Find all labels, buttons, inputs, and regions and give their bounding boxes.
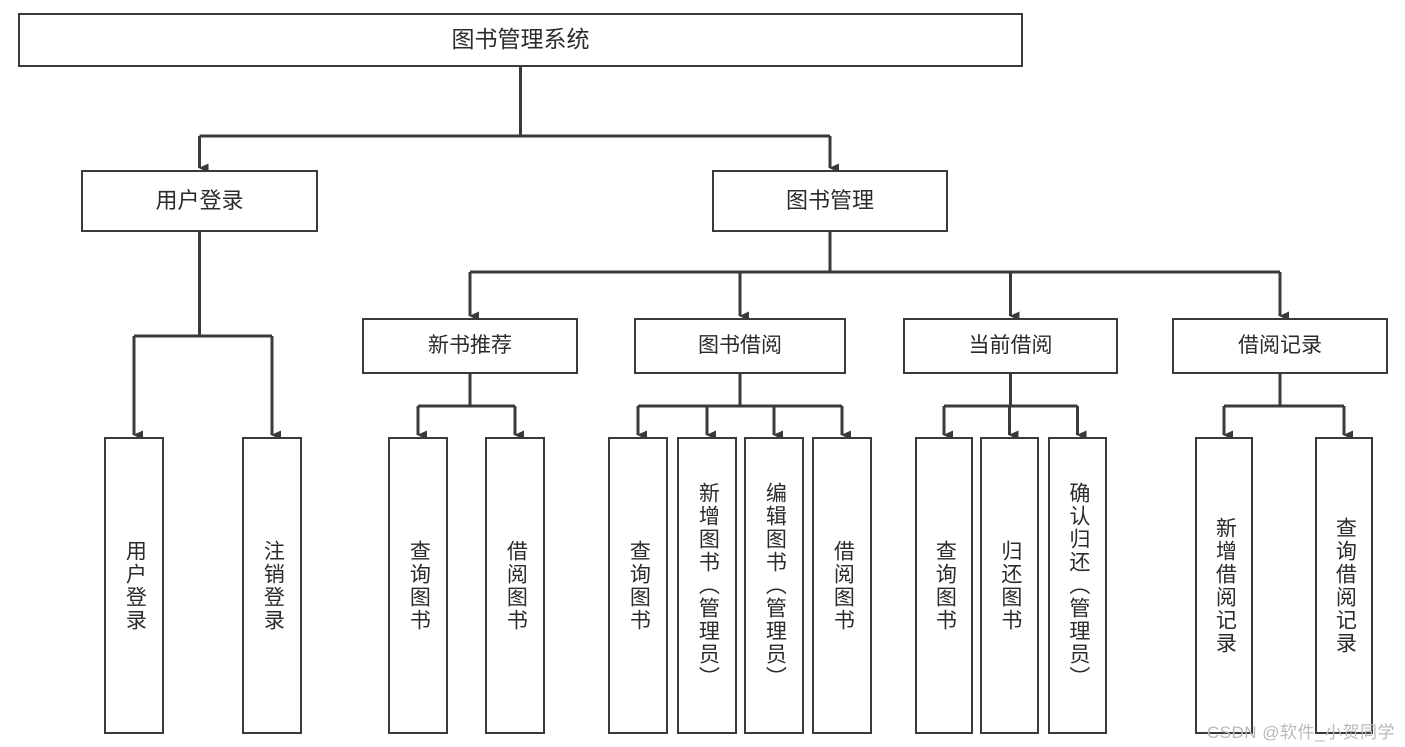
node-label: 当前借阅 — [968, 333, 1053, 357]
node-label: 借阅图书 — [831, 539, 855, 632]
node-user-login[interactable]: 用户登录 — [81, 170, 318, 232]
node-leaf-add-record[interactable]: 新增借阅记录 — [1195, 437, 1253, 734]
node-root[interactable]: 图书管理系统 — [18, 13, 1023, 67]
node-leaf-query-book-2[interactable]: 查询图书 — [608, 437, 668, 734]
node-current-borrow[interactable]: 当前借阅 — [903, 318, 1118, 374]
node-label: 确认归还（管理员） — [1066, 482, 1090, 689]
node-leaf-user-login[interactable]: 用户登录 — [104, 437, 164, 734]
node-new-book-rec[interactable]: 新书推荐 — [362, 318, 578, 374]
node-leaf-add-book[interactable]: 新增图书（管理员） — [677, 437, 737, 734]
node-label: 查询图书 — [933, 539, 957, 632]
node-label: 查询图书 — [627, 539, 651, 632]
node-label: 用户登录 — [155, 188, 244, 214]
node-label: 图书管理系统 — [451, 26, 590, 53]
node-label: 用户登录 — [123, 539, 147, 632]
node-leaf-query-book-3[interactable]: 查询图书 — [915, 437, 973, 734]
node-leaf-edit-book[interactable]: 编辑图书（管理员） — [744, 437, 804, 734]
node-leaf-query-record[interactable]: 查询借阅记录 — [1315, 437, 1373, 734]
node-leaf-return-book[interactable]: 归还图书 — [980, 437, 1039, 734]
node-label: 借阅记录 — [1238, 333, 1322, 357]
node-leaf-confirm-return[interactable]: 确认归还（管理员） — [1048, 437, 1107, 734]
node-label: 查询图书 — [407, 539, 431, 632]
node-label: 归还图书 — [998, 539, 1022, 632]
node-label: 新书推荐 — [428, 333, 512, 357]
node-leaf-borrow-book-1[interactable]: 借阅图书 — [485, 437, 545, 734]
node-leaf-logout[interactable]: 注销登录 — [242, 437, 302, 734]
node-label: 图书管理 — [785, 188, 874, 214]
node-book-borrow[interactable]: 图书借阅 — [634, 318, 846, 374]
connector-lines — [132, 67, 1353, 440]
node-label: 编辑图书（管理员） — [763, 482, 787, 689]
node-borrow-record[interactable]: 借阅记录 — [1172, 318, 1388, 374]
watermark-text: CSDN @软件_小贺同学 — [1206, 723, 1395, 742]
node-leaf-query-book-1[interactable]: 查询图书 — [388, 437, 448, 734]
node-label: 图书借阅 — [698, 333, 782, 357]
node-label: 注销登录 — [261, 539, 285, 632]
node-label: 借阅图书 — [504, 539, 528, 632]
node-leaf-borrow-book-2[interactable]: 借阅图书 — [812, 437, 872, 734]
node-label: 新增图书（管理员） — [696, 482, 720, 689]
node-label: 查询借阅记录 — [1333, 516, 1357, 655]
node-book-admin[interactable]: 图书管理 — [712, 170, 948, 232]
node-label: 新增借阅记录 — [1213, 516, 1237, 655]
